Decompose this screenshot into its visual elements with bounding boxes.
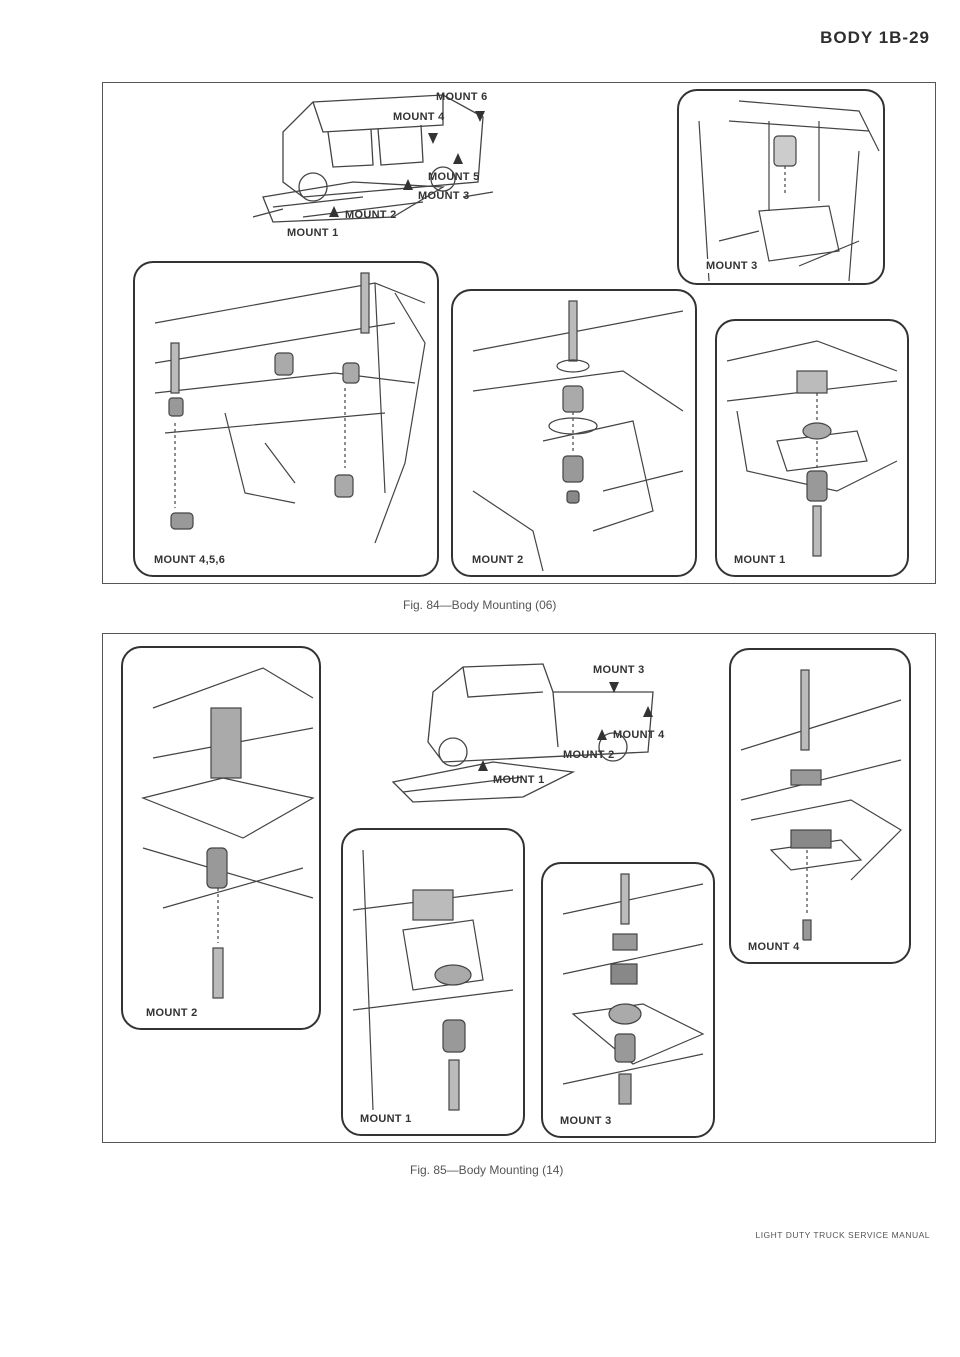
figure-84-caption: Fig. 84—Body Mounting (06) [403, 598, 557, 612]
panel-label-mount-4: MOUNT 4 [745, 940, 803, 954]
callout-mount-3: MOUNT 3 [418, 190, 470, 202]
callout-mount-4: MOUNT 4 [613, 729, 665, 741]
panel-label-mount-1: MOUNT 1 [357, 1112, 415, 1126]
detail-panel-mount-2: MOUNT 2 [451, 289, 697, 577]
panel-label-mount-1: MOUNT 1 [731, 553, 789, 567]
arrow-up-icon [329, 206, 339, 217]
panel-label-mount-2: MOUNT 2 [143, 1006, 201, 1020]
arrow-up-icon [643, 706, 653, 717]
detail-panel-mount-4-5-6: MOUNT 4,5,6 [133, 261, 439, 577]
page-header: BODY 1B-29 [820, 28, 930, 47]
detail-panel-mount-4: MOUNT 4 [729, 648, 911, 964]
arrow-up-icon [453, 153, 463, 164]
arrow-up-icon [597, 729, 607, 740]
arrow-down-icon [475, 111, 485, 122]
detail-panel-mount-1: MOUNT 1 [715, 319, 909, 577]
arrow-down-icon [428, 133, 438, 144]
page-footer: LIGHT DUTY TRUCK SERVICE MANUAL [755, 1230, 930, 1240]
arrow-up-icon [478, 760, 488, 771]
callout-mount-6: MOUNT 6 [436, 91, 488, 103]
callout-mount-2: MOUNT 2 [345, 209, 397, 221]
detail-panel-mount-2: MOUNT 2 [121, 646, 321, 1030]
arrow-up-icon [403, 179, 413, 190]
pickup-overview-illustration [373, 652, 673, 812]
panel-label-mount-3: MOUNT 3 [703, 259, 761, 273]
figure-84: MOUNT 6 MOUNT 4 MOUNT 5 MOUNT 3 MOUNT 2 … [102, 82, 936, 584]
panel-label-mount-4-5-6: MOUNT 4,5,6 [151, 553, 229, 567]
figure-85: MOUNT 2 MOUNT 3 MOUNT 4 MOUNT 2 MOUNT 1 [102, 633, 936, 1143]
callout-mount-1: MOUNT 1 [493, 774, 545, 786]
callout-mount-4: MOUNT 4 [393, 111, 445, 123]
detail-panel-mount-3: MOUNT 3 [677, 89, 885, 285]
arrow-down-icon [609, 682, 619, 693]
panel-label-mount-2: MOUNT 2 [469, 553, 527, 567]
vehicle-overview-illustration [243, 87, 513, 237]
callout-mount-5: MOUNT 5 [428, 171, 480, 183]
panel-label-mount-3: MOUNT 3 [557, 1114, 615, 1128]
detail-panel-mount-3: MOUNT 3 [541, 862, 715, 1138]
callout-mount-1: MOUNT 1 [287, 227, 339, 239]
callout-mount-2: MOUNT 2 [563, 749, 615, 761]
detail-panel-mount-1: MOUNT 1 [341, 828, 525, 1136]
callout-mount-3: MOUNT 3 [593, 664, 645, 676]
figure-85-caption: Fig. 85—Body Mounting (14) [410, 1163, 564, 1177]
